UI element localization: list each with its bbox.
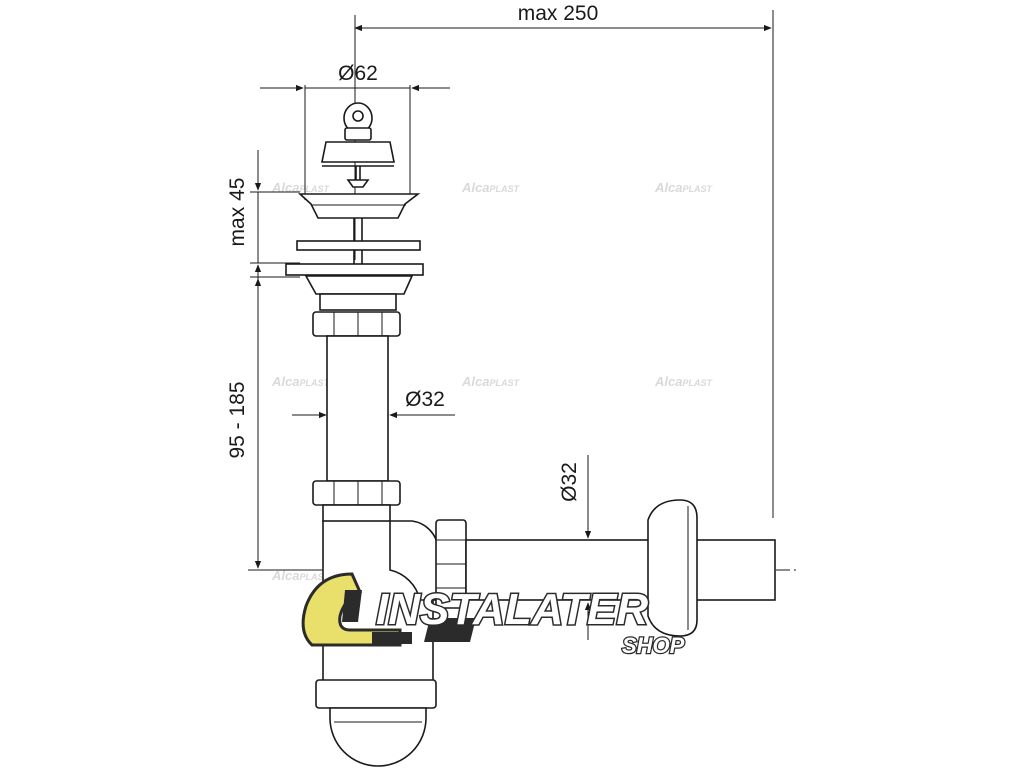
dim-max-width: max 250 xyxy=(518,2,599,25)
stopper xyxy=(321,102,395,188)
watermark-2: AlcaPLAST xyxy=(461,180,520,195)
outlet-pipe xyxy=(465,539,776,601)
instalater-shop-logo: INSTALATER SHOP xyxy=(301,572,686,659)
watermark-6: AlcaPLAST xyxy=(654,374,713,389)
wall-rosette xyxy=(647,499,698,637)
strainer xyxy=(297,193,421,219)
flange-top xyxy=(296,240,421,251)
dim-top-height: max 45 xyxy=(226,178,249,247)
watermark-7: AlcaPLAST xyxy=(271,568,330,583)
top-nut xyxy=(312,311,401,337)
watermark-4: AlcaPLAST xyxy=(271,374,330,389)
trap-nut xyxy=(315,679,437,709)
flange-bottom xyxy=(285,263,424,276)
watermark-3: AlcaPLAST xyxy=(654,180,713,195)
dim-pipe-diameter: Ø32 xyxy=(405,388,445,411)
dim-top-diameter: Ø62 xyxy=(338,62,378,85)
watermarks: AlcaPLAST AlcaPLAST AlcaPLAST AlcaPLAST … xyxy=(271,180,713,583)
watermark-5: AlcaPLAST xyxy=(461,374,520,389)
logo-word-instalater: INSTALATER xyxy=(376,585,648,634)
lower-nut xyxy=(312,480,401,506)
dim-outlet-diameter: Ø32 xyxy=(558,462,581,502)
watermark-1: AlcaPLAST xyxy=(271,180,330,195)
siphon-drawing xyxy=(285,102,776,767)
trap-cup xyxy=(329,707,427,767)
logo-word-shop: SHOP xyxy=(622,633,685,658)
dim-pipe-length: 95 - 185 xyxy=(226,381,249,458)
vertical-pipe xyxy=(326,335,389,482)
